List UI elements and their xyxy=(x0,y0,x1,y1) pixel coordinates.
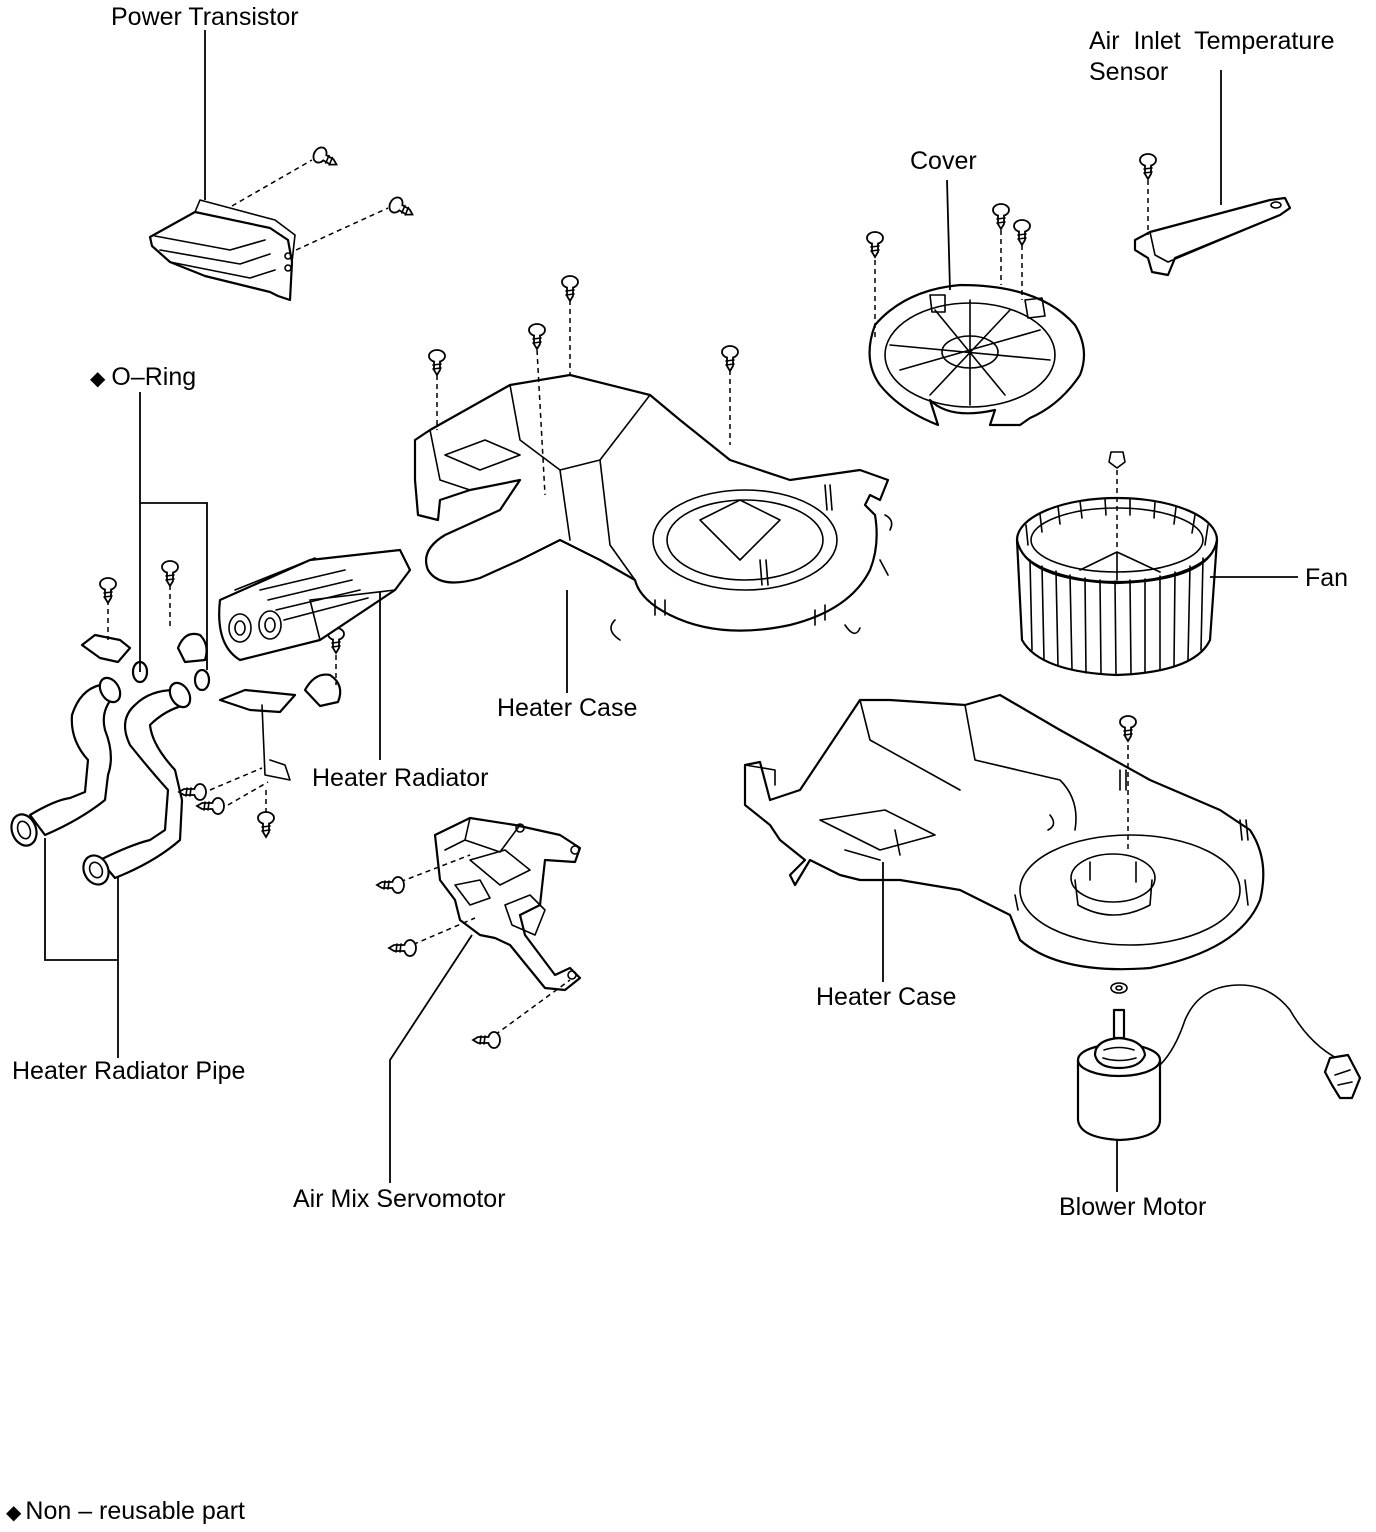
heater-case-lower-part xyxy=(743,693,1265,971)
air-inlet-sensor-part xyxy=(1133,153,1292,277)
fan-part xyxy=(1015,451,1219,677)
air-mix-servomotor-part xyxy=(376,816,582,1049)
legend-text: Non – reusable part xyxy=(25,1497,245,1525)
cover-part xyxy=(866,203,1086,427)
label-power-transistor: Power Transistor xyxy=(111,3,299,31)
label-heater-radiator: Heater Radiator xyxy=(312,764,489,792)
legend-non-reusable: ◆Non – reusable part xyxy=(6,1496,245,1528)
heater-case-upper-part xyxy=(413,275,893,641)
blower-motor-part xyxy=(1076,982,1362,1142)
heater-radiator-part xyxy=(218,548,412,662)
label-heater-case-lower: Heater Case xyxy=(816,983,957,1011)
label-fan: Fan xyxy=(1305,564,1349,592)
power-transistor-part xyxy=(148,144,418,302)
label-air-mix-servomotor: Air Mix Servomotor xyxy=(293,1185,506,1213)
diamond-icon: ◆ xyxy=(6,1502,22,1524)
label-heater-radiator-pipe: Heater Radiator Pipe xyxy=(12,1057,246,1085)
label-o-ring: ◆O–Ring xyxy=(90,363,197,391)
leader-lines xyxy=(44,30,1298,1192)
label-air-inlet-sensor-line1: Air Inlet Temperature xyxy=(1089,27,1335,55)
label-blower-motor: Blower Motor xyxy=(1059,1193,1207,1221)
clamp-parts xyxy=(80,560,345,838)
label-air-inlet-sensor-line2: Sensor xyxy=(1089,58,1169,86)
diamond-icon: ◆ xyxy=(90,368,106,390)
label-heater-case-upper: Heater Case xyxy=(497,694,638,722)
heater-radiator-pipe-part xyxy=(10,676,192,886)
label-cover: Cover xyxy=(910,147,977,175)
